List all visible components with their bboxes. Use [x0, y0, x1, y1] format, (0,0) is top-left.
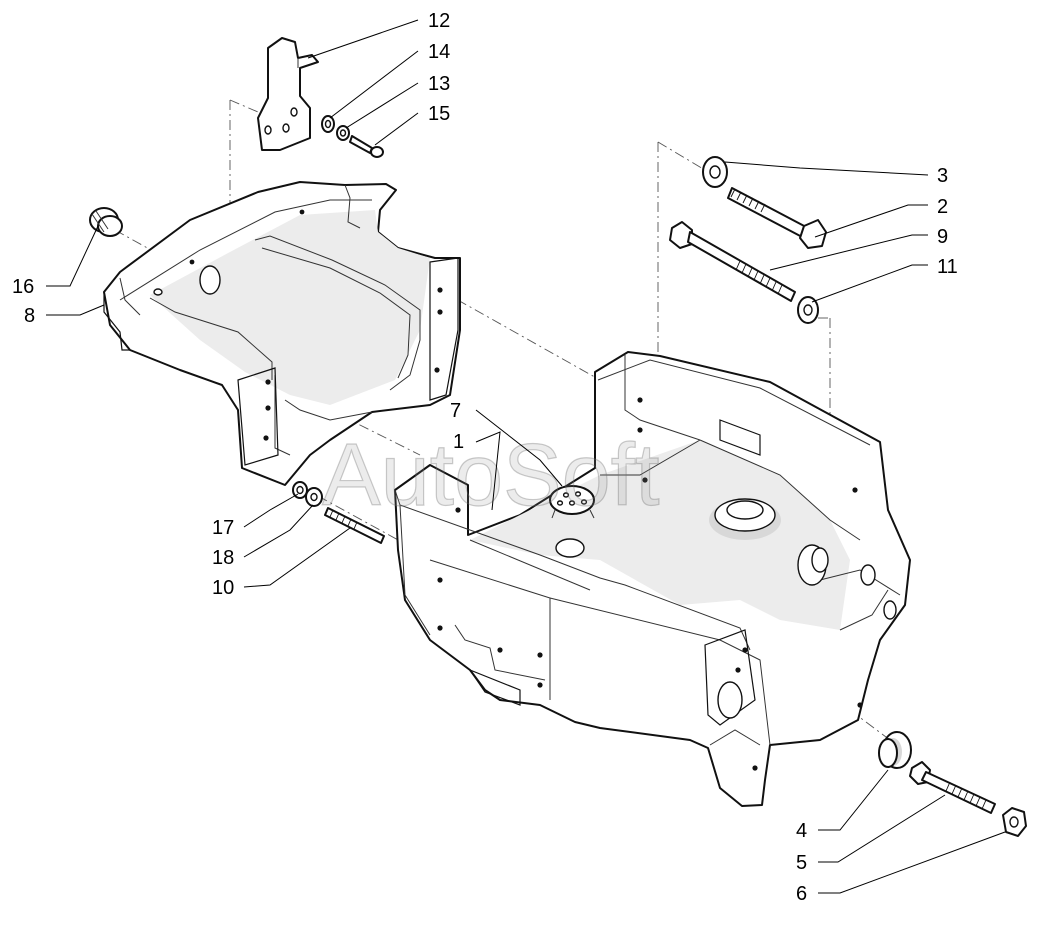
callout-7: 7 [450, 400, 461, 422]
part-7-screen [549, 485, 595, 519]
part-2-bolt [727, 187, 827, 249]
callout-13: 13 [428, 73, 450, 95]
callout-16: 16 [12, 276, 34, 298]
part-11-washer [797, 296, 819, 324]
callout-2: 2 [937, 196, 948, 218]
part-16-plug [89, 207, 123, 237]
watermark-text: AutoSoft [322, 425, 660, 524]
callout-8: 8 [24, 305, 35, 327]
part-10-stud [324, 507, 385, 544]
part-13-nut [336, 125, 350, 141]
part-8-upper-housing [103, 181, 461, 486]
callout-18: 18 [212, 547, 234, 569]
callout-4: 4 [796, 820, 807, 842]
part-15-screw [349, 135, 384, 158]
leader-lines [46, 19, 1006, 894]
part-9-bolt [669, 221, 796, 302]
callout-3: 3 [937, 165, 948, 187]
callout-12: 12 [428, 10, 450, 32]
callout-5: 5 [796, 852, 807, 874]
part-3-washer [702, 156, 728, 188]
callout-11: 11 [937, 256, 958, 278]
callout-labels: 12 14 13 15 3 2 9 11 16 8 7 1 17 18 10 4… [12, 10, 958, 905]
callout-14: 14 [428, 41, 450, 63]
callout-17: 17 [212, 517, 234, 539]
part-12-bracket [257, 37, 319, 151]
part-5-bolt [909, 761, 996, 814]
callout-1: 1 [453, 431, 464, 453]
part-18-nut [305, 487, 323, 507]
part-17-washer [292, 481, 308, 499]
part-14-washer [321, 115, 335, 133]
callout-10: 10 [212, 577, 234, 599]
callout-6: 6 [796, 883, 807, 905]
part-6-nut [1002, 807, 1027, 837]
callout-9: 9 [937, 226, 948, 248]
part-4-spacer [878, 731, 912, 769]
part-1-main-frame [394, 351, 911, 807]
callout-15: 15 [428, 103, 450, 125]
